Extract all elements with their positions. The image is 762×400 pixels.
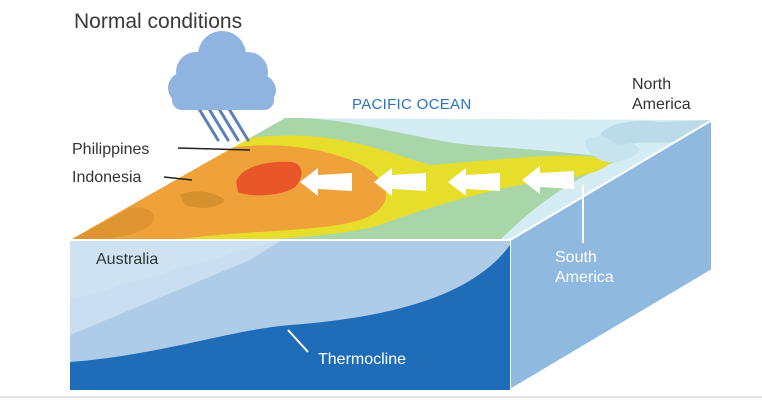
surface-mixed-layer bbox=[70, 240, 282, 335]
philippines-label: Philippines bbox=[72, 141, 149, 158]
australia-label: Australia bbox=[96, 251, 158, 268]
thermocline-pointer bbox=[287, 329, 309, 353]
wind-arrow-icon bbox=[522, 166, 574, 194]
rain-cloud-icon bbox=[168, 31, 276, 142]
warm-core-region bbox=[236, 161, 302, 196]
indonesia-islands bbox=[180, 191, 225, 208]
wind-arrow-icon bbox=[300, 168, 352, 196]
north-america-label-line2: America bbox=[632, 96, 691, 113]
wind-arrow-icon bbox=[374, 168, 426, 196]
south-america-label-line2: America bbox=[555, 269, 614, 286]
indonesia-label: Indonesia bbox=[72, 169, 141, 186]
australia-landmass bbox=[75, 207, 154, 240]
trade-winds bbox=[300, 166, 574, 196]
diagram-title: Normal conditions bbox=[74, 10, 242, 33]
thermocline-label: Thermocline bbox=[318, 351, 406, 368]
pacific-ocean-label: PACIFIC OCEAN bbox=[352, 96, 471, 113]
deep-cold-water bbox=[70, 245, 510, 390]
north-america-label-line1: North bbox=[632, 76, 671, 93]
wind-arrow-icon bbox=[448, 168, 500, 196]
indonesia-leader bbox=[163, 176, 193, 181]
south-america-label-line1: South bbox=[555, 249, 597, 266]
philippines-leader bbox=[177, 147, 251, 151]
